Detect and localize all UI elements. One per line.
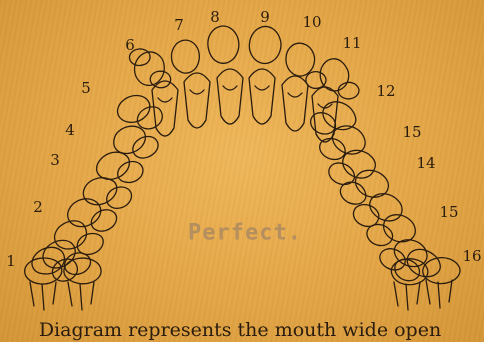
tooth-crown	[367, 224, 393, 245]
tooth-number-label: 14	[416, 154, 435, 172]
tooth-detail	[223, 86, 237, 90]
tooth-crown	[329, 163, 355, 185]
tooth-crown	[249, 69, 275, 124]
tooth-number-label: 16	[462, 247, 481, 265]
tooth-crown	[282, 76, 308, 131]
tooth-crown	[338, 82, 359, 99]
tooth-detail	[190, 90, 204, 94]
diagram-caption: Diagram represents the mouth wide open	[39, 319, 441, 341]
tooth-detail	[288, 93, 302, 97]
tooth-number-label: 2	[33, 198, 43, 216]
tooth-crown	[83, 178, 116, 205]
tooth-crown	[152, 81, 178, 136]
tooth-crown	[217, 69, 243, 124]
tooth-crown	[249, 26, 281, 63]
tooth-number-label: 11	[342, 34, 361, 52]
tooth-number-label: 1	[6, 252, 16, 270]
tooth-root	[68, 282, 94, 310]
tooth-number-label: 15	[439, 203, 458, 221]
tooth-crown	[323, 102, 356, 130]
tooth-crown	[184, 73, 210, 128]
tooth-crown	[286, 43, 315, 76]
tooth-detail	[158, 98, 172, 102]
tooth-crown	[114, 126, 146, 153]
tooth-crown	[134, 52, 164, 85]
tooth-crown	[171, 40, 199, 73]
tooth-crown	[64, 258, 101, 284]
tooth-crown	[91, 210, 116, 231]
tooth-detail	[255, 86, 269, 90]
tooth-root	[394, 282, 420, 310]
tooth-crown	[107, 187, 132, 208]
tooth-crown	[208, 26, 239, 63]
tooth-crown	[97, 152, 130, 179]
tooth-number-label: 3	[50, 151, 60, 169]
tooth-crown	[306, 72, 326, 89]
tooth-number-label: 8	[210, 8, 220, 26]
tooth-number-label: 15	[402, 123, 421, 141]
tooth-root	[30, 282, 56, 310]
tooth-crown	[68, 199, 101, 227]
tooth-number-label: 6	[125, 36, 135, 54]
tooth-number-label: 7	[174, 16, 184, 34]
tooth-number-label: 9	[260, 8, 270, 26]
tooth-number-label: 5	[81, 79, 91, 97]
tooth-number-label: 12	[376, 82, 395, 100]
tooth-number-label: 10	[302, 13, 321, 31]
tooth-crown	[118, 162, 143, 183]
perfect-stamp: Perfect.	[188, 221, 302, 246]
tooth-number-label: 4	[65, 121, 75, 139]
tooth-crown	[54, 221, 86, 249]
